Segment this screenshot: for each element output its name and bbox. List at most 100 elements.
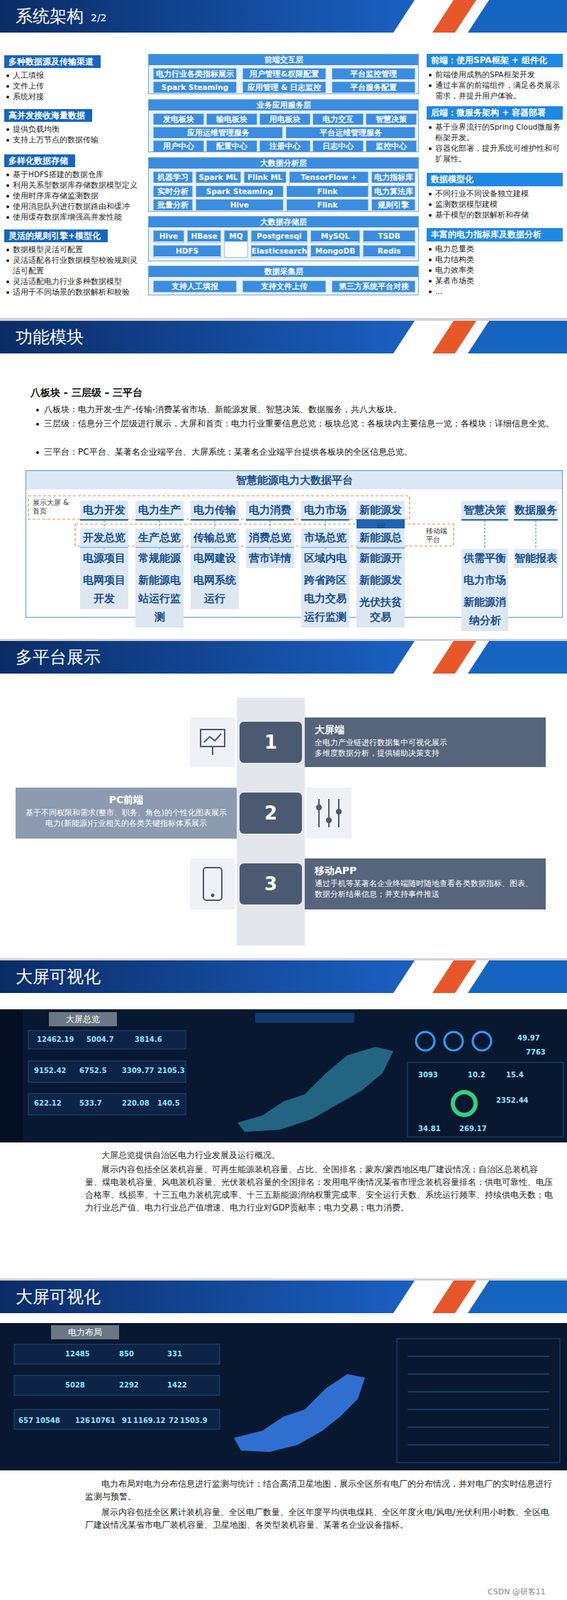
- icon-box: [306, 788, 352, 840]
- component-box: Spark Steaming: [153, 81, 237, 93]
- description-text: 电力布局对电力分布信息进行监测与统计；结合高清卫星地图，展示全区所有电厂的分布情…: [85, 1478, 553, 1504]
- component-box: 输电板块: [206, 113, 258, 125]
- module-box: 电力开发: [80, 501, 129, 521]
- tab-label: 电力布局: [51, 1326, 120, 1341]
- component-box: 监控中心: [365, 140, 417, 152]
- node-heading: 平台服务配置: [332, 82, 415, 93]
- screen-value: 10.2: [467, 1071, 486, 1081]
- icon-box: [189, 859, 236, 911]
- screen-value: 3814.6: [134, 1036, 163, 1045]
- module-box: 电力生产: [135, 501, 184, 521]
- component-box: 用户中心: [153, 140, 205, 152]
- slider-icon: [326, 817, 332, 824]
- screen-panel: [14, 1376, 220, 1397]
- node-heading: 光伏扶贫: [356, 593, 405, 612]
- node-heading: Spark Steaming: [196, 186, 283, 198]
- gauge: [472, 1032, 492, 1052]
- node-text: 电力效率类: [426, 265, 563, 276]
- component-box: 配置中心: [206, 140, 258, 152]
- dashed-connector: [324, 520, 326, 529]
- node-heading: 新能源消纳分析: [461, 593, 509, 612]
- function-box: 电网项目开发: [80, 571, 129, 610]
- node-text: 灵活适配电力行业多种数据模型: [4, 276, 144, 288]
- gauge: [416, 1032, 435, 1052]
- feature-panel: 高并发接收海量数据提供负载均衡支持上万节点的数据传输: [4, 107, 144, 146]
- screen-value: 7763: [525, 1048, 546, 1058]
- node-heading: Spark ML: [196, 172, 241, 183]
- slide-title: 大屏可视化: [15, 966, 101, 988]
- function-box: 新能源电站运行监测: [135, 571, 184, 628]
- component-box: Spark Steaming: [195, 185, 284, 198]
- component-box: Spark ML: [195, 171, 241, 183]
- node-heading: Hive: [196, 199, 283, 211]
- node-heading: Redis: [363, 245, 415, 257]
- node-heading: MongoDB: [311, 245, 360, 257]
- node-heading: 3: [264, 873, 278, 896]
- slide-title: 大屏可视化: [15, 1287, 101, 1309]
- node-heading: 多样化数据存储: [4, 154, 76, 168]
- node-heading: 第三方系统平台对接: [332, 281, 415, 293]
- node-heading: 数据服务: [513, 501, 558, 520]
- screen-value: 850: [119, 1350, 134, 1360]
- pillar: [236, 698, 305, 947]
- screen-value: 34.81: [418, 1125, 441, 1134]
- slide-title: 系统架构: [15, 5, 84, 27]
- component-box: 支持文件上传: [242, 280, 327, 293]
- screen-value: 91: [121, 1417, 132, 1427]
- icon-box: [189, 717, 236, 768]
- node-text: 适用于不同场景的数据解析和校验: [4, 287, 144, 298]
- screen-value: 1422: [167, 1382, 188, 1391]
- component-box: 应用管理 & 日志监控: [242, 81, 327, 93]
- node-text: 基于业界流行的Spring Cloud微服务框架开发。: [426, 121, 563, 144]
- component-box: Flink: [286, 185, 369, 198]
- node-heading: 电力生产: [135, 501, 184, 520]
- screen-value: 49.97: [517, 1034, 541, 1044]
- dashed-connector: [214, 520, 215, 529]
- dashed-connector: [103, 520, 105, 529]
- function-box: 光伏扶贫: [356, 593, 405, 613]
- node-heading: 大数据分析层: [148, 158, 419, 169]
- overview-box: 消费总览: [245, 528, 295, 549]
- component-box: 电力指标库: [371, 171, 416, 183]
- screen-panel: [28, 1031, 186, 1050]
- node-heading: HBase: [187, 231, 221, 242]
- node-heading: 新能源发展: [356, 501, 405, 520]
- node-heading: 电网系统运行: [190, 571, 239, 590]
- node-heading: 数据采集层: [148, 266, 419, 278]
- node-heading: 开发总览: [80, 528, 129, 548]
- node-heading: 新能源开发与运行: [356, 549, 405, 568]
- title-bar: [0, 321, 567, 354]
- tab-label: 大屏总览: [48, 1012, 117, 1027]
- node-heading: 数据模型化: [426, 172, 563, 187]
- node-heading: MySQL: [311, 231, 360, 242]
- module-box: 数据服务: [513, 501, 558, 521]
- node-text: 使用缓存数据库增强高并发性能: [4, 211, 144, 223]
- screen-value: 12485: [65, 1350, 91, 1360]
- node-heading: 新能源总览: [356, 528, 405, 548]
- title-bar: [0, 1281, 567, 1315]
- list-row: [407, 1428, 550, 1429]
- node-text: 灵活适配各行业数据模型校验规则灵活可配置: [4, 255, 144, 277]
- node-text: 前端使用成熟的SPA框架开发: [426, 69, 563, 81]
- dashed-connector: [158, 520, 160, 529]
- node-heading: 前端：使用SPA框架 + 组件化: [426, 53, 563, 68]
- node-heading: 电力传输: [190, 501, 239, 520]
- screen-value: 331: [167, 1350, 183, 1360]
- module-box: 电力传输: [190, 501, 239, 521]
- node-heading: 电网项目开发: [80, 571, 129, 590]
- screen-value: 140.5: [157, 1099, 181, 1109]
- component-box: 应用运维管理服务: [153, 126, 283, 139]
- screen-value: 126: [75, 1417, 91, 1427]
- node-heading: 传输总览: [190, 528, 239, 548]
- node-text: 某者市场类: [426, 275, 563, 287]
- node-heading: 市场总览: [301, 528, 350, 548]
- dashed-connector: [269, 520, 271, 529]
- node-heading: 发电板块: [153, 114, 204, 125]
- component-box: Hive: [153, 230, 185, 244]
- node-text: 电力总量类: [426, 243, 563, 255]
- screen-value: 1169.12: [133, 1417, 166, 1427]
- node-text: 通过丰富的前端组件，满足各类展示需求，并提升用户体验。: [426, 80, 563, 102]
- slide-title: 功能模块: [15, 326, 84, 348]
- gauge: [444, 1032, 463, 1052]
- screen-header: [255, 1013, 355, 1024]
